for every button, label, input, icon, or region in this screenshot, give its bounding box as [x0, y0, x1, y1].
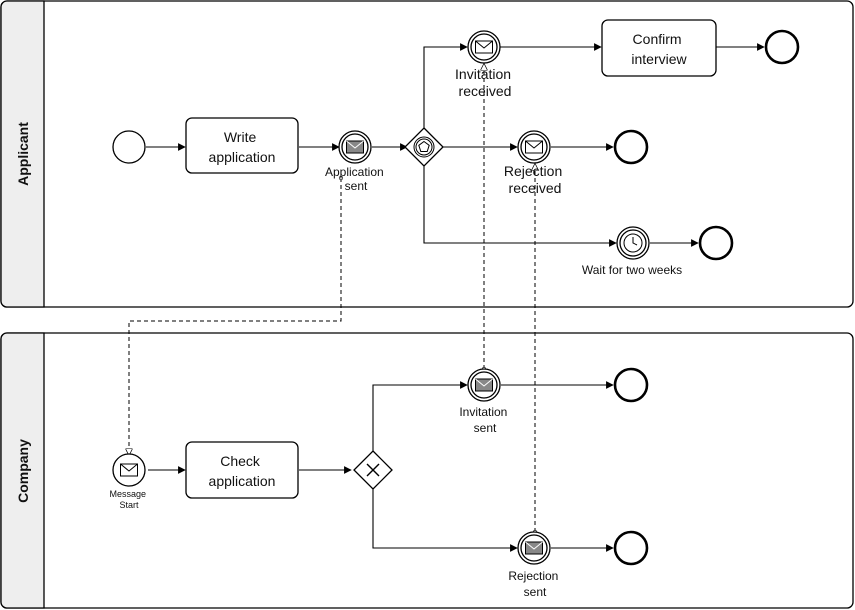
- envelope-icon: [120, 463, 138, 477]
- x-icon: [366, 463, 380, 477]
- clock-icon: [623, 233, 643, 253]
- event-label: Rejection: [508, 569, 558, 583]
- event-invitation-sent[interactable]: Invitation sent: [459, 368, 510, 435]
- task-label: application: [209, 149, 276, 165]
- message-flow-application: [129, 178, 341, 455]
- event-label: Message: [109, 489, 146, 499]
- end-event-invitation-sent[interactable]: [613, 367, 649, 403]
- svg-text:Invitation received: Invitation received: [455, 66, 515, 99]
- event-timer-wait[interactable]: Wait for two weeks: [582, 226, 682, 277]
- envelope-icon: [475, 378, 493, 392]
- event-based-gateway[interactable]: [404, 127, 444, 167]
- envelope-icon: [525, 140, 543, 154]
- event-label: sent: [524, 585, 547, 599]
- event-rejection-sent[interactable]: Rejection sent: [508, 531, 561, 599]
- end-event-rejection-sent[interactable]: [613, 530, 649, 566]
- sequence-flows-applicant: [146, 43, 765, 247]
- event-label: Wait for two weeks: [582, 263, 682, 277]
- svg-text:Message Start: Message Start: [109, 489, 148, 510]
- event-label: Rejection: [504, 163, 562, 179]
- envelope-icon: [525, 541, 543, 555]
- event-application-sent[interactable]: Application sent: [325, 130, 387, 193]
- svg-text:Write application: Write application: [209, 129, 276, 165]
- sequence-flows-company: [148, 381, 614, 552]
- pentagon-icon: [418, 140, 430, 152]
- event-label: Application: [325, 165, 384, 179]
- envelope-icon: [346, 140, 364, 154]
- event-label: Invitation: [459, 405, 507, 419]
- envelope-icon: [475, 40, 493, 54]
- event-label: Invitation: [455, 66, 511, 82]
- event-label: sent: [474, 421, 497, 435]
- task-label: Check: [220, 453, 261, 469]
- event-label: sent: [345, 179, 368, 193]
- task-confirm-interview[interactable]: Confirm interview: [601, 19, 717, 77]
- event-label: received: [509, 180, 562, 196]
- end-event-interview[interactable]: [764, 29, 800, 65]
- svg-text:Rejection sent: Rejection sent: [508, 569, 561, 599]
- message-flows: [129, 64, 535, 532]
- flow-gateway-to-rejection-sent: [372, 489, 518, 552]
- task-check-application[interactable]: Check application: [185, 441, 299, 499]
- pool-label-company: Company: [15, 439, 31, 503]
- task-label: Confirm: [633, 31, 682, 47]
- event-label: Start: [119, 500, 139, 510]
- svg-text:Invitation sent: Invitation sent: [459, 405, 510, 435]
- pool-label-applicant: Applicant: [15, 122, 31, 186]
- task-label: interview: [631, 51, 687, 67]
- flow-gateway-to-timer: [423, 164, 617, 247]
- flow-gateway-to-invitation-sent: [372, 381, 468, 451]
- start-event-applicant[interactable]: [112, 130, 146, 164]
- event-message-start[interactable]: Message Start: [109, 453, 148, 510]
- svg-text:Application sent: Application sent: [325, 165, 387, 193]
- svg-text:Confirm interview: Confirm interview: [631, 31, 687, 67]
- event-rejection-received[interactable]: Rejection received: [504, 130, 566, 196]
- task-label: application: [209, 473, 276, 489]
- svg-text:Check application: Check application: [209, 453, 276, 489]
- end-event-timeout[interactable]: [698, 225, 734, 261]
- svg-text:Rejection received: Rejection received: [504, 163, 566, 196]
- flow-gateway-to-invitation: [423, 43, 468, 128]
- event-label: received: [459, 83, 512, 99]
- task-label: Write: [224, 129, 257, 145]
- exclusive-gateway[interactable]: [353, 450, 393, 490]
- task-write-application[interactable]: Write application: [185, 117, 299, 174]
- end-event-rejection[interactable]: [613, 129, 649, 165]
- event-invitation-received[interactable]: Invitation received: [455, 30, 515, 99]
